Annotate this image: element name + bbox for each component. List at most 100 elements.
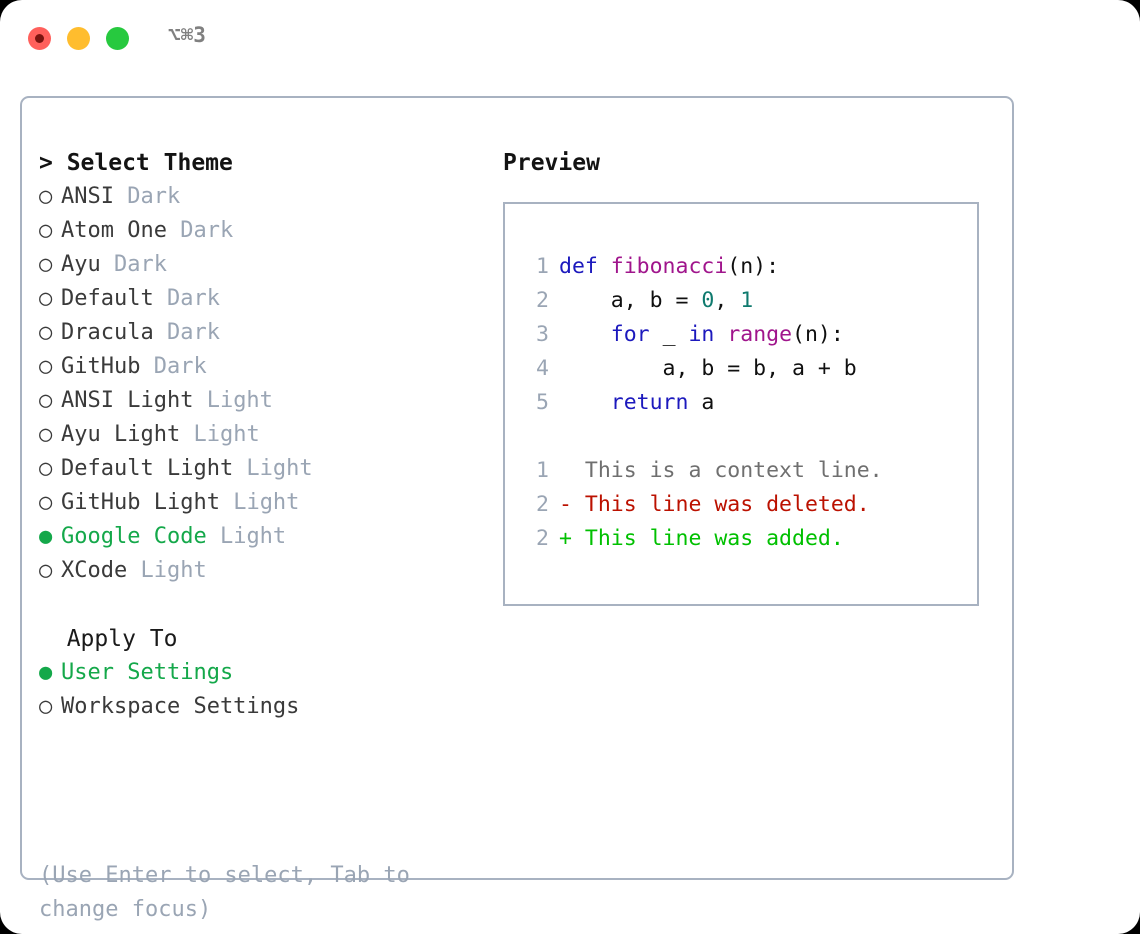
code-token: 0 — [701, 288, 715, 313]
theme-option-tag: Light — [193, 388, 273, 413]
theme-option-tag: Light — [180, 422, 260, 447]
line-number: 2 — [536, 492, 549, 517]
radio-unselected-icon: ○ — [39, 490, 53, 515]
theme-option[interactable]: ○Atom One Dark — [39, 214, 469, 248]
line-number: 4 — [536, 356, 549, 381]
code-token: in — [688, 322, 715, 347]
code-token: , — [714, 288, 741, 313]
diff-text: This line was deleted. — [571, 492, 870, 517]
code-token: (n): — [727, 254, 780, 279]
radio-unselected-icon: ○ — [39, 184, 53, 209]
theme-option[interactable]: ○ Dracula Dark — [39, 316, 469, 350]
code-diff-spacer — [505, 420, 977, 454]
code-token: return — [610, 390, 689, 415]
theme-option[interactable]: ● Google Code Light — [39, 520, 469, 554]
radio-selected-icon: ● — [39, 524, 53, 549]
code-token: a, b = b, a + b — [559, 356, 857, 381]
diff-line: 2- This line was deleted. — [505, 488, 977, 522]
line-number: 2 — [536, 526, 549, 551]
radio-unselected-icon: ○ — [39, 218, 53, 243]
section-spacer — [39, 588, 469, 622]
theme-option[interactable]: ○ ANSI Dark — [39, 180, 469, 214]
theme-option[interactable]: ○ GitHub Dark — [39, 350, 469, 384]
maximize-button[interactable] — [106, 27, 129, 50]
radio-unselected-icon: ○ — [39, 388, 53, 413]
theme-list: ○ANSI Dark○Atom One Dark○Ayu Dark○Defaul… — [39, 180, 469, 588]
theme-option-tag: Dark — [113, 184, 181, 209]
theme-option-tag: Light — [127, 558, 207, 583]
code-token: range — [727, 322, 793, 347]
apply-to-option[interactable]: ○ Workspace Settings — [39, 690, 469, 724]
theme-picker-panel: > Select Theme ○ANSI Dark○Atom One Dark○… — [39, 146, 469, 724]
preview-title: Preview — [503, 150, 600, 176]
theme-option-tag: Dark — [153, 286, 220, 311]
code-token: def — [559, 254, 611, 279]
theme-option-label: Ayu Light — [61, 422, 181, 447]
theme-option-label: Default Light — [61, 456, 234, 481]
theme-option[interactable]: ○ANSI Light Light — [39, 384, 469, 418]
code-token: for — [610, 322, 650, 347]
diff-marker: - — [559, 492, 572, 517]
code-line: 4 a, b = b, a + b — [505, 352, 977, 386]
code-token: (n): — [792, 322, 844, 347]
theme-option[interactable]: ○ XCode Light — [39, 554, 469, 588]
theme-option[interactable]: ○ Ayu Light Light — [39, 418, 469, 452]
theme-option-tag: Light — [206, 524, 287, 549]
apply-to-header: Apply To — [39, 626, 178, 652]
radio-unselected-icon: ○ — [39, 422, 53, 447]
minimize-button[interactable] — [67, 27, 90, 50]
theme-option-label: Google Code — [61, 524, 207, 549]
theme-option-label: Default — [61, 286, 154, 311]
code-token: _ — [649, 322, 689, 347]
code-line: 5 return a — [505, 386, 977, 420]
theme-option-label: XCode — [61, 558, 128, 583]
theme-option-tag: Dark — [153, 320, 220, 345]
dialog-card: > Select Theme ○ANSI Dark○Atom One Dark○… — [20, 96, 1014, 922]
code-token — [559, 322, 611, 347]
theme-option-tag: Light — [219, 490, 300, 515]
code-token: a — [688, 390, 715, 415]
theme-option-label: ANSI — [61, 184, 114, 209]
apply-to-option-label: User Settings — [61, 660, 234, 685]
code-token — [714, 322, 727, 347]
theme-option-label: Ayu — [61, 252, 101, 277]
theme-option-tag: Dark — [100, 252, 167, 277]
radio-unselected-icon: ○ — [39, 354, 53, 379]
radio-selected-icon: ● — [39, 660, 53, 685]
apply-to-option-label: Workspace Settings — [61, 694, 300, 719]
radio-unselected-icon: ○ — [39, 252, 53, 277]
code-token: fibonacci — [610, 254, 728, 279]
radio-unselected-icon: ○ — [39, 320, 53, 345]
diff-text: This is a context line. — [571, 458, 883, 483]
line-number: 5 — [536, 390, 549, 415]
select-theme-header: > Select Theme — [39, 150, 233, 176]
theme-option[interactable]: ○ Ayu Dark — [39, 248, 469, 282]
code-line: 2 a, b = 0, 1 — [505, 284, 977, 318]
theme-option-label: GitHub — [61, 354, 141, 379]
radio-unselected-icon: ○ — [39, 694, 53, 719]
diff-marker — [559, 458, 572, 483]
apply-to-option[interactable]: ● User Settings — [39, 656, 469, 690]
theme-option[interactable]: ○GitHub Light Light — [39, 486, 469, 520]
diff-line: 2+ This line was added. — [505, 522, 977, 556]
code-token — [559, 390, 611, 415]
theme-option[interactable]: ○Default Light Light — [39, 452, 469, 486]
theme-option-tag: Dark — [166, 218, 234, 243]
radio-unselected-icon: ○ — [39, 456, 53, 481]
code-line: 1 def fibonacci(n): — [505, 250, 977, 284]
radio-unselected-icon: ○ — [39, 558, 53, 583]
apply-to-list: ● User Settings ○ Workspace Settings — [39, 656, 469, 724]
window-title: ⌥⌘3 — [168, 23, 206, 47]
line-number: 1 — [536, 458, 549, 483]
theme-option[interactable]: ○ Default Dark — [39, 282, 469, 316]
close-button[interactable] — [28, 27, 51, 50]
theme-option-label: Dracula — [61, 320, 154, 345]
radio-unselected-icon: ○ — [39, 286, 53, 311]
window-titlebar: ⌥⌘3 — [0, 0, 1140, 78]
line-number: 1 — [536, 254, 549, 279]
theme-option-tag: Dark — [140, 354, 207, 379]
line-number: 3 — [536, 322, 549, 347]
